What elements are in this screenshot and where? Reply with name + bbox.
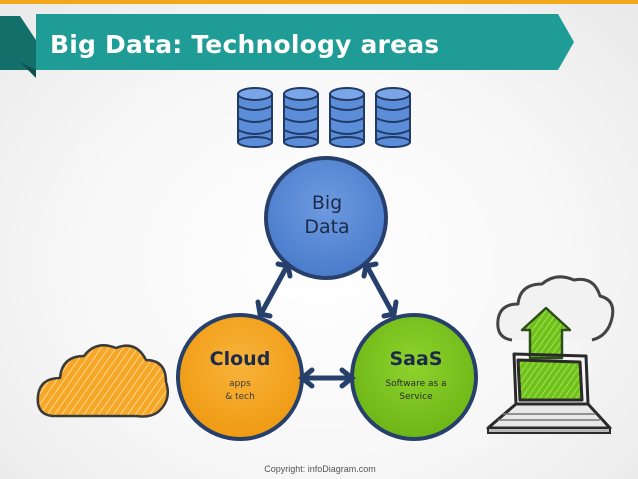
database-icon — [329, 87, 365, 148]
page-title: Big Data: Technology areas — [50, 30, 440, 59]
cloud-subtitle-line2: & tech — [225, 392, 255, 402]
double-arrow-icon — [361, 261, 399, 319]
laptop-icon — [486, 352, 612, 434]
big-data-label: Big Data — [272, 191, 382, 239]
title-banner — [0, 14, 574, 78]
big-data-label-line2: Data — [304, 216, 350, 238]
cloud-subtitle-line1: apps — [229, 379, 251, 389]
top-accent-bar — [0, 0, 638, 4]
saas-subtitle: Software as a Service — [356, 378, 476, 404]
cloud-subtitle: apps & tech — [180, 378, 300, 404]
cloud-title: Cloud — [209, 348, 271, 370]
double-arrow-icon — [297, 367, 357, 389]
database-icons — [237, 87, 411, 148]
cloud-circle — [176, 313, 304, 441]
upload-arrow-icon — [520, 306, 572, 360]
double-arrow-icon — [255, 261, 293, 319]
saas-subtitle-line2: Service — [399, 392, 433, 402]
saas-title: SaaS — [389, 348, 443, 370]
saas-subtitle-line1: Software as a — [385, 379, 447, 389]
connector-arrows — [255, 261, 399, 389]
database-icon — [375, 87, 411, 148]
big-data-circle — [264, 156, 388, 280]
cloud-icon — [36, 344, 169, 418]
copyright-text: Copyright: infoDiagram.com — [264, 464, 376, 474]
saas-circle — [350, 313, 478, 441]
big-data-label-line1: Big — [311, 192, 343, 214]
database-icon — [283, 87, 319, 148]
database-icon — [237, 87, 273, 148]
